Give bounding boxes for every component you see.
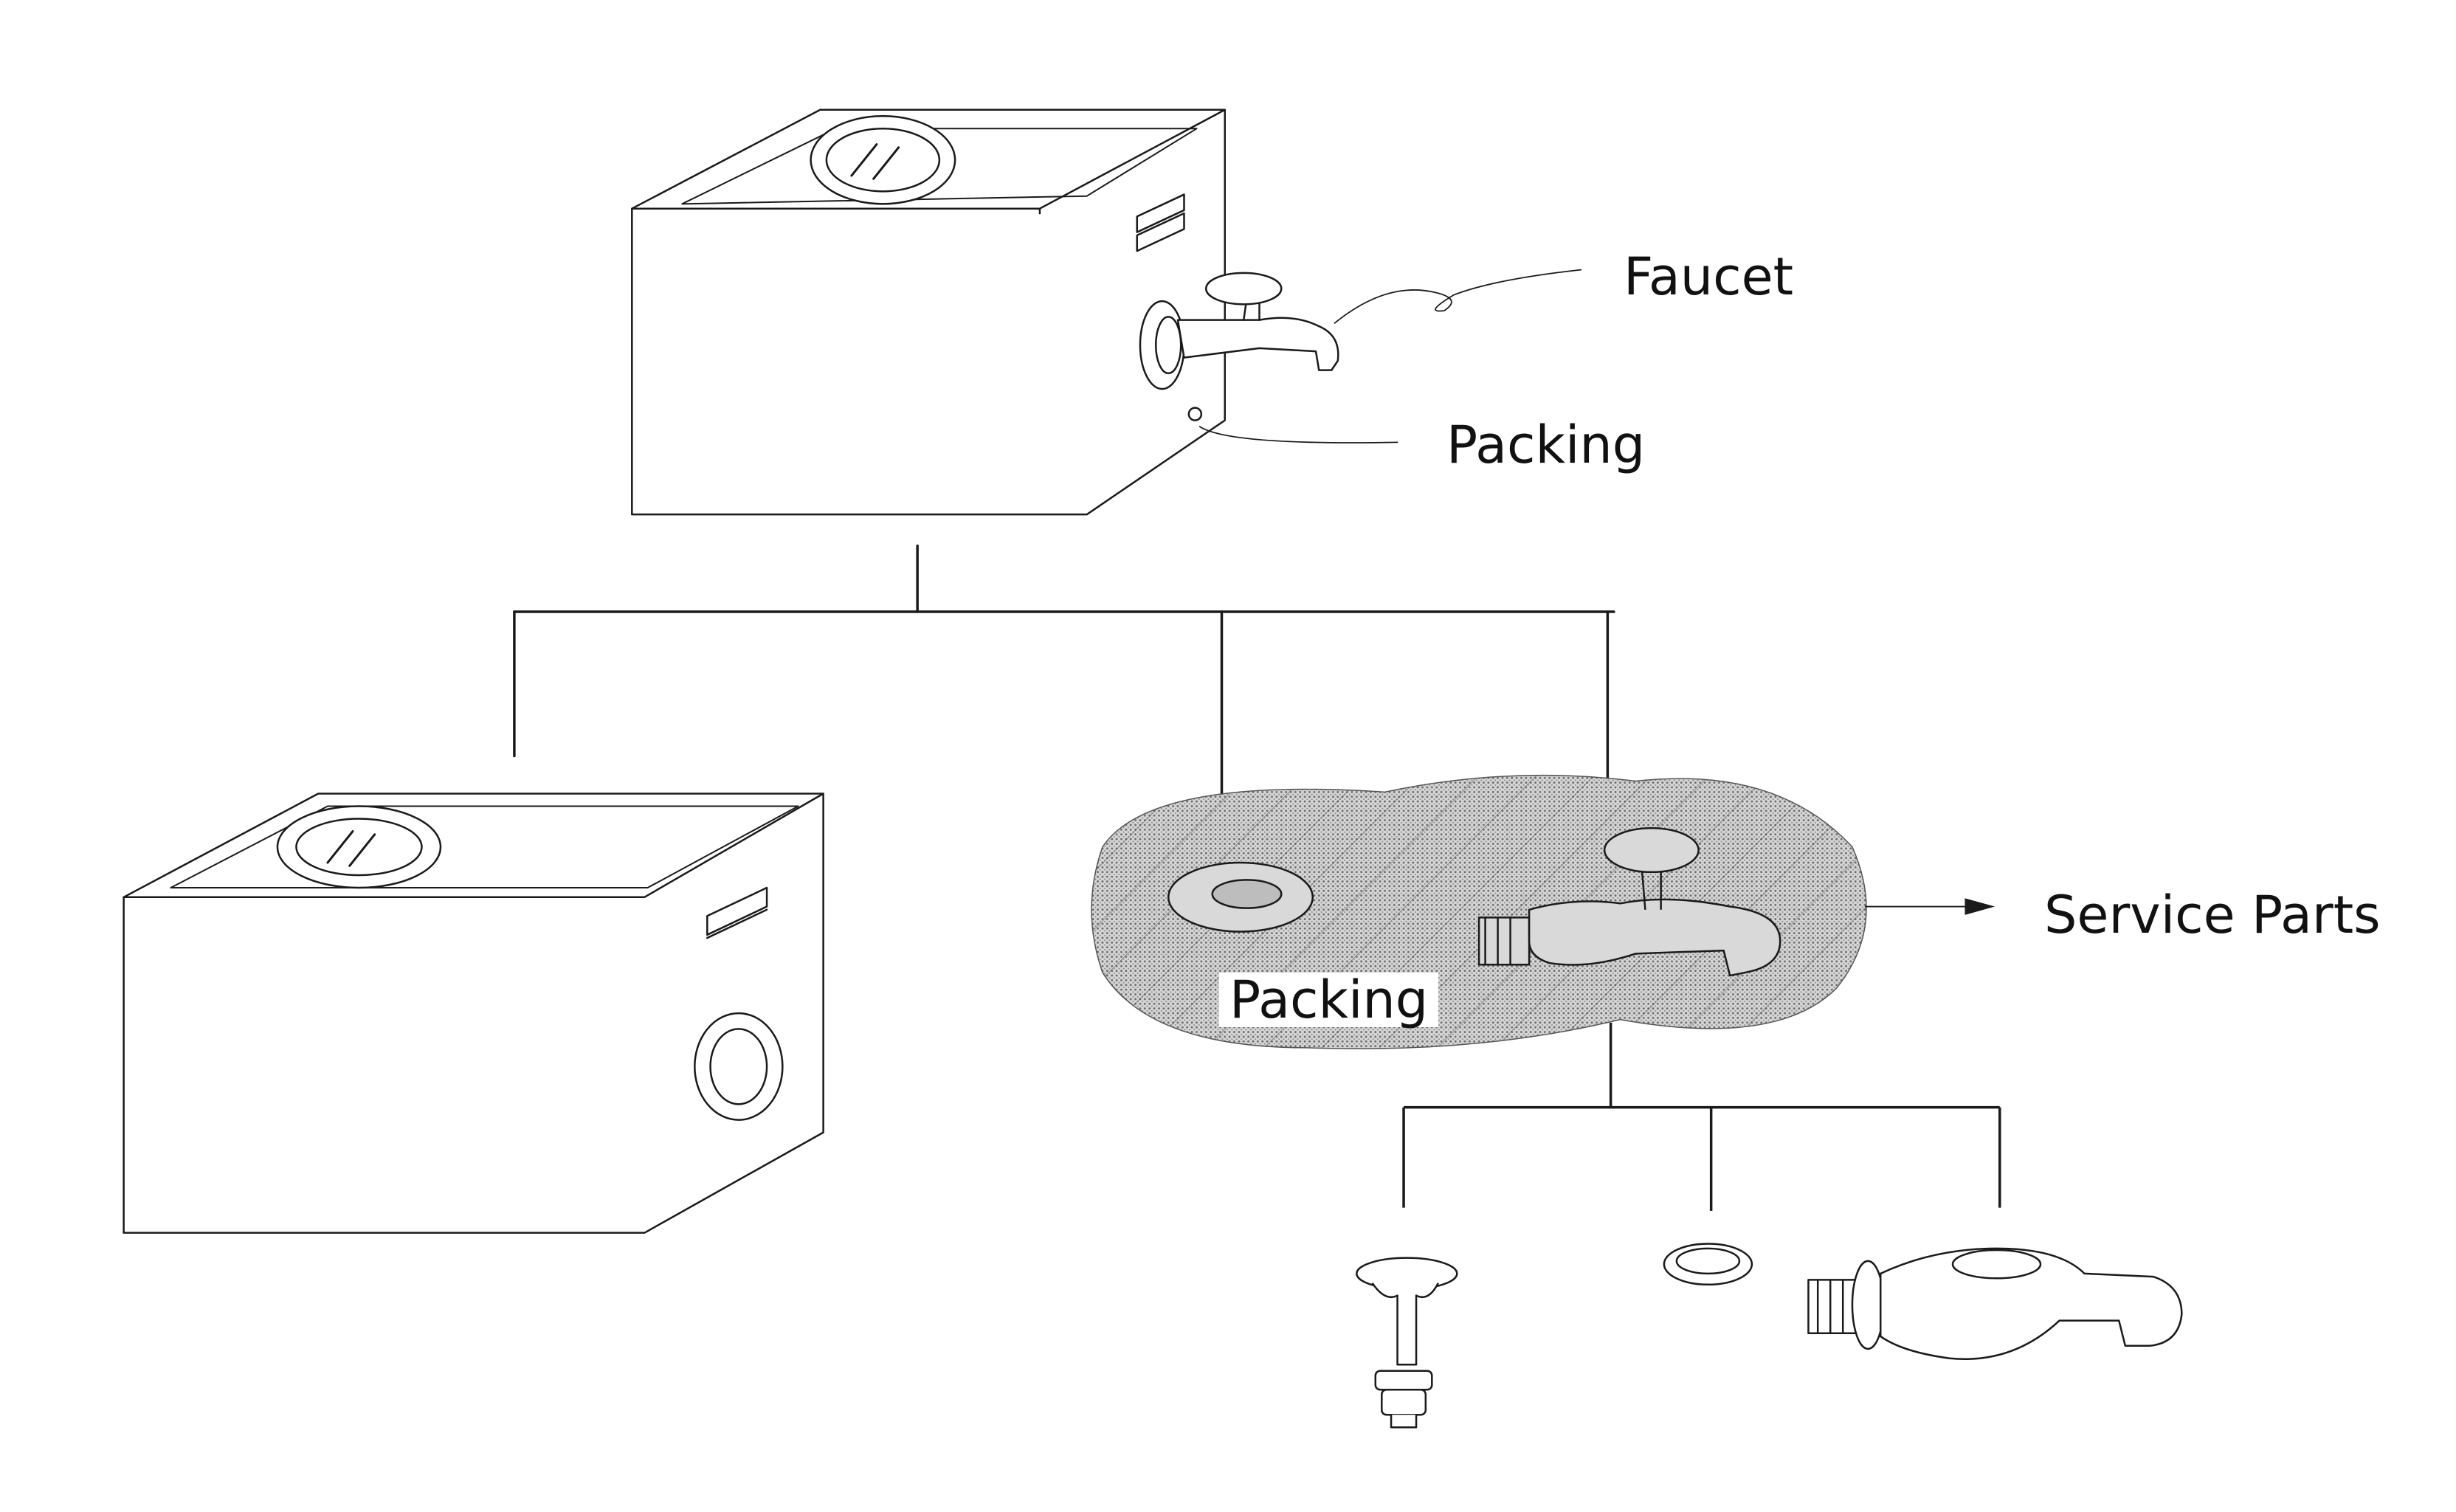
lower-tree-connectors <box>1404 1023 2000 1211</box>
assembled-tank <box>632 110 1338 514</box>
tree-connectors <box>514 546 1614 804</box>
faucet-body-part <box>1808 1249 2181 1359</box>
label-packing-top: Packing <box>1446 415 1646 475</box>
label-service-parts: Service Parts <box>2044 885 2381 945</box>
leader-packing-top <box>1200 427 1398 443</box>
label-faucet: Faucet <box>1624 246 1794 307</box>
faucet-drawing <box>1140 273 1338 421</box>
handle-spindle-part <box>1356 1258 1457 1428</box>
label-packing-service: Packing <box>1219 973 1439 1027</box>
service-parts-group <box>1091 776 1866 1049</box>
leader-faucet <box>1335 270 1581 323</box>
service-parts-arrow <box>1865 899 1993 914</box>
tank-without-faucet <box>124 794 824 1233</box>
packing-washer-part <box>1664 1244 1752 1285</box>
